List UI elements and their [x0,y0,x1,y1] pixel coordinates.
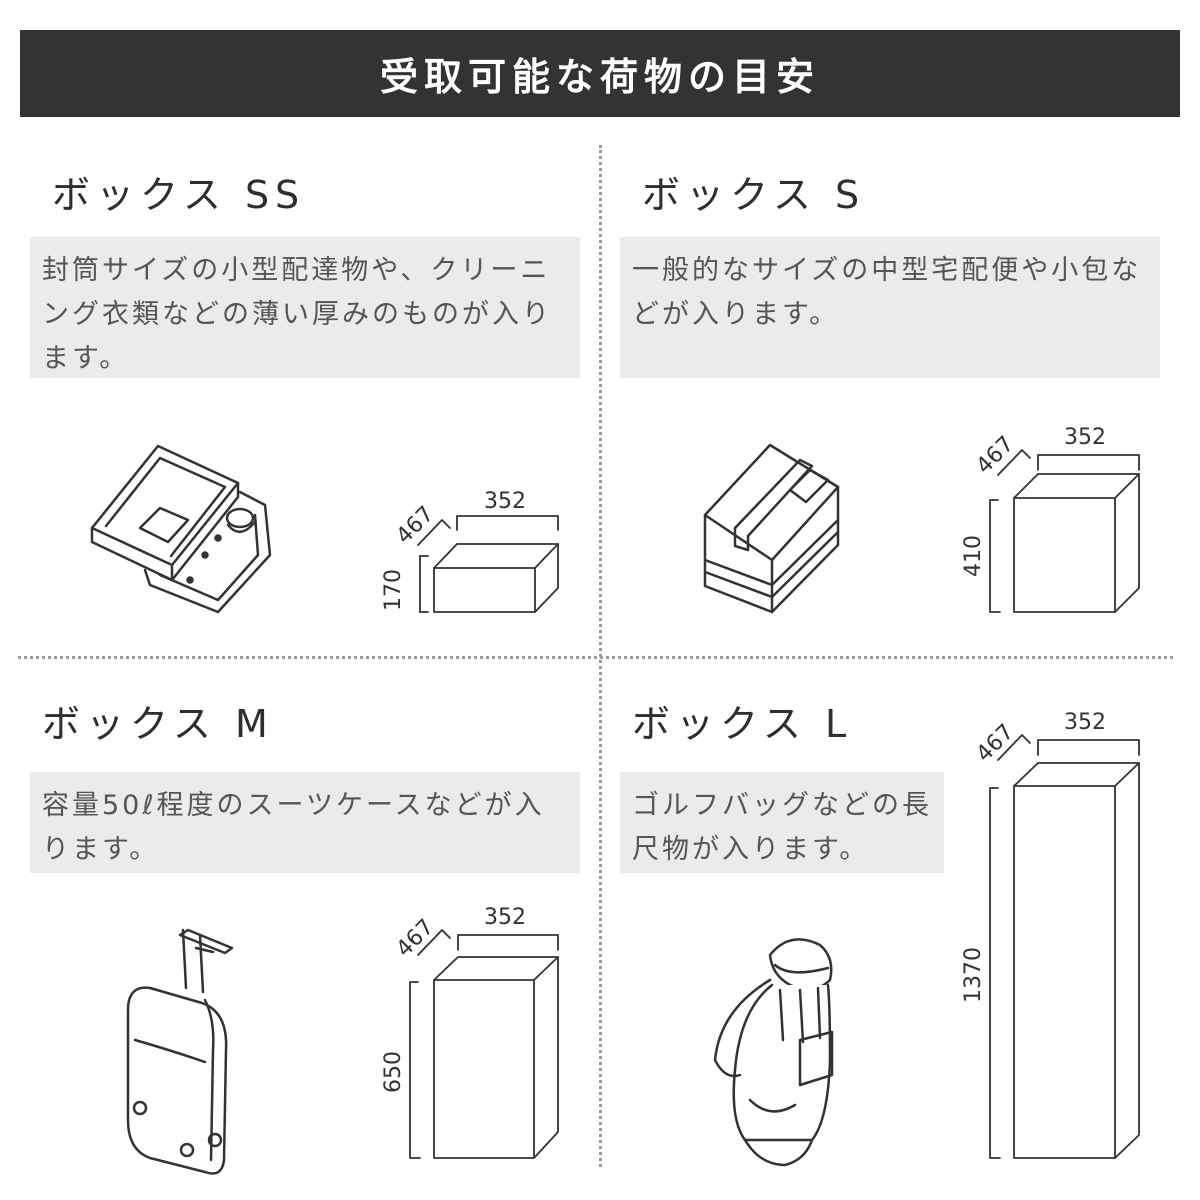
box-s-height-label: 410 [961,535,986,577]
box-s-dimension-diagram [989,449,1140,613]
box-l-width-label: 352 [1064,710,1106,735]
box-ss-title: ボックス SS [52,173,306,217]
page-title: 受取可能な荷物の目安 [20,30,1180,117]
box-m-depth-label: 467 [392,915,439,962]
box-m-width-label: 352 [484,905,526,930]
box-m-title: ボックス M [42,702,274,746]
shirt-box-icon [90,444,272,614]
box-l-height-label: 1370 [961,947,986,1003]
box-l-title: ボックス L [632,702,853,746]
box-ss-description: 封筒サイズの小型配達物や、クリーニング衣類などの薄い厚みのものが入ります。 [30,237,580,378]
suitcase-icon [126,928,234,1175]
box-ss-width-label: 352 [484,489,526,514]
box-l-depth-label: 467 [972,720,1019,767]
golf-bag-icon [713,938,834,1167]
box-ss-height-label: 170 [381,569,406,611]
cardboard-box-icon [703,443,840,614]
horizontal-divider [18,656,1173,659]
box-m-dimension-diagram [409,929,559,1159]
box-s-depth-label: 467 [972,432,1019,479]
box-m-description: 容量50ℓ程度のスーツケースなどが入ります。 [30,772,580,873]
box-m-height-label: 650 [381,1051,406,1093]
box-ss-dimension-diagram [417,515,559,613]
box-s-description: 一般的なサイズの中型宅配便や小包などが入ります。 [620,237,1160,378]
box-l-description: ゴルフバッグなどの長尺物が入ります。 [620,772,944,873]
box-s-title: ボックス S [642,173,866,217]
box-ss-depth-label: 467 [392,502,439,549]
box-l-dimension-diagram [989,734,1140,1159]
box-s-width-label: 352 [1064,425,1106,450]
